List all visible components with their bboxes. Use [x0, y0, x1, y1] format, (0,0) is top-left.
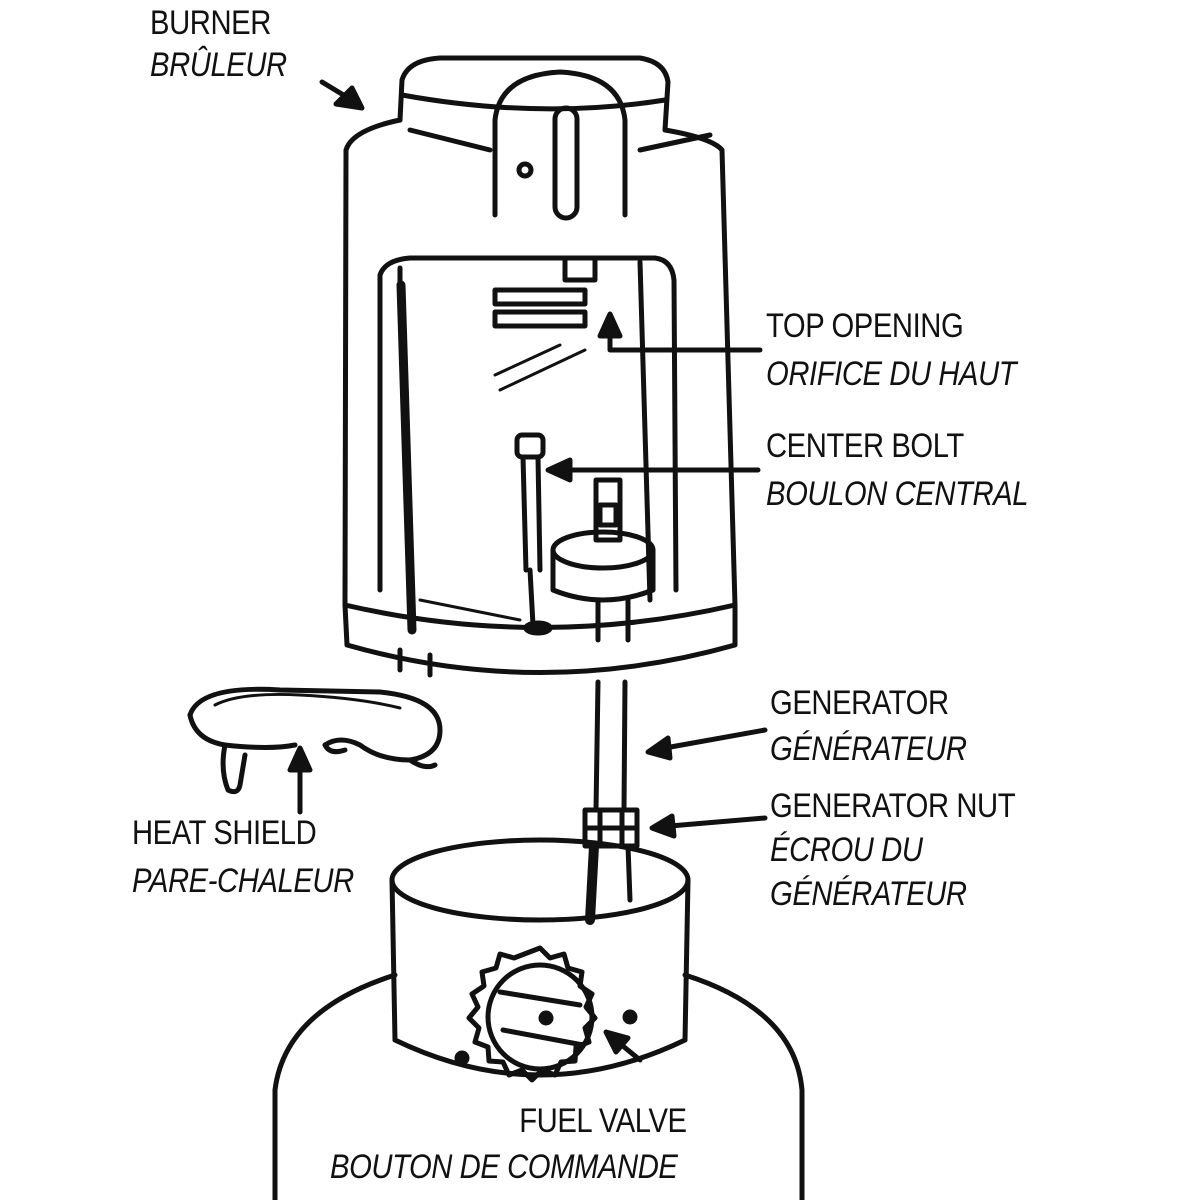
top-opening-label-en: TOP OPENING: [766, 307, 964, 345]
leader-lines: [287, 79, 768, 1063]
generator-nut-label-fr2: GÉNÉRATEUR: [770, 875, 967, 913]
generator-head: [418, 477, 656, 643]
generator-nut-label-fr1: ÉCROU DU: [770, 831, 923, 869]
top-opening-label: TOP OPENING ORIFICE DU HAUT: [766, 305, 1017, 395]
center-bolt-label-en: CENTER BOLT: [766, 427, 964, 465]
burner: [342, 55, 738, 678]
top-opening-label-fr: ORIFICE DU HAUT: [766, 355, 1017, 393]
fuel-valve-label-fr: BOUTON DE COMMANDE: [330, 1148, 678, 1186]
fuel-valve-label-en: FUEL VALVE: [519, 1102, 687, 1140]
valve-housing: [389, 837, 691, 1078]
center-bolt-label: CENTER BOLT BOULON CENTRAL: [766, 425, 1029, 515]
generator-tube: [582, 679, 640, 925]
generator-label-fr: GÉNÉRATEUR: [770, 730, 967, 768]
burner-label: BURNER BRÛLEUR: [150, 2, 287, 86]
fuel-valve-knob: [454, 945, 638, 1083]
generator-label-en: GENERATOR: [770, 684, 949, 722]
fuel-tank: [272, 972, 398, 1200]
generator-nut-label-en: GENERATOR NUT: [770, 787, 1016, 825]
center-bolt: [514, 432, 553, 636]
generator-label: GENERATOR GÉNÉRATEUR: [770, 682, 967, 770]
center-bolt-label-fr: BOULON CENTRAL: [766, 475, 1029, 513]
heat-shield: [187, 686, 443, 795]
burner-label-fr: BRÛLEUR: [150, 46, 287, 84]
fuel-tank-right: [682, 972, 805, 1200]
heat-shield-label-en: HEAT SHIELD: [132, 814, 317, 852]
burner-label-en: BURNER: [150, 4, 271, 42]
fuel-valve-label: FUEL VALVE BOUTON DE COMMANDE: [330, 1100, 687, 1188]
generator-nut-label: GENERATOR NUT ÉCROU DU GÉNÉRATEUR: [770, 785, 1016, 915]
heat-shield-label-fr: PARE-CHALEUR: [132, 862, 354, 900]
heat-shield-label: HEAT SHIELD PARE-CHALEUR: [132, 812, 354, 902]
